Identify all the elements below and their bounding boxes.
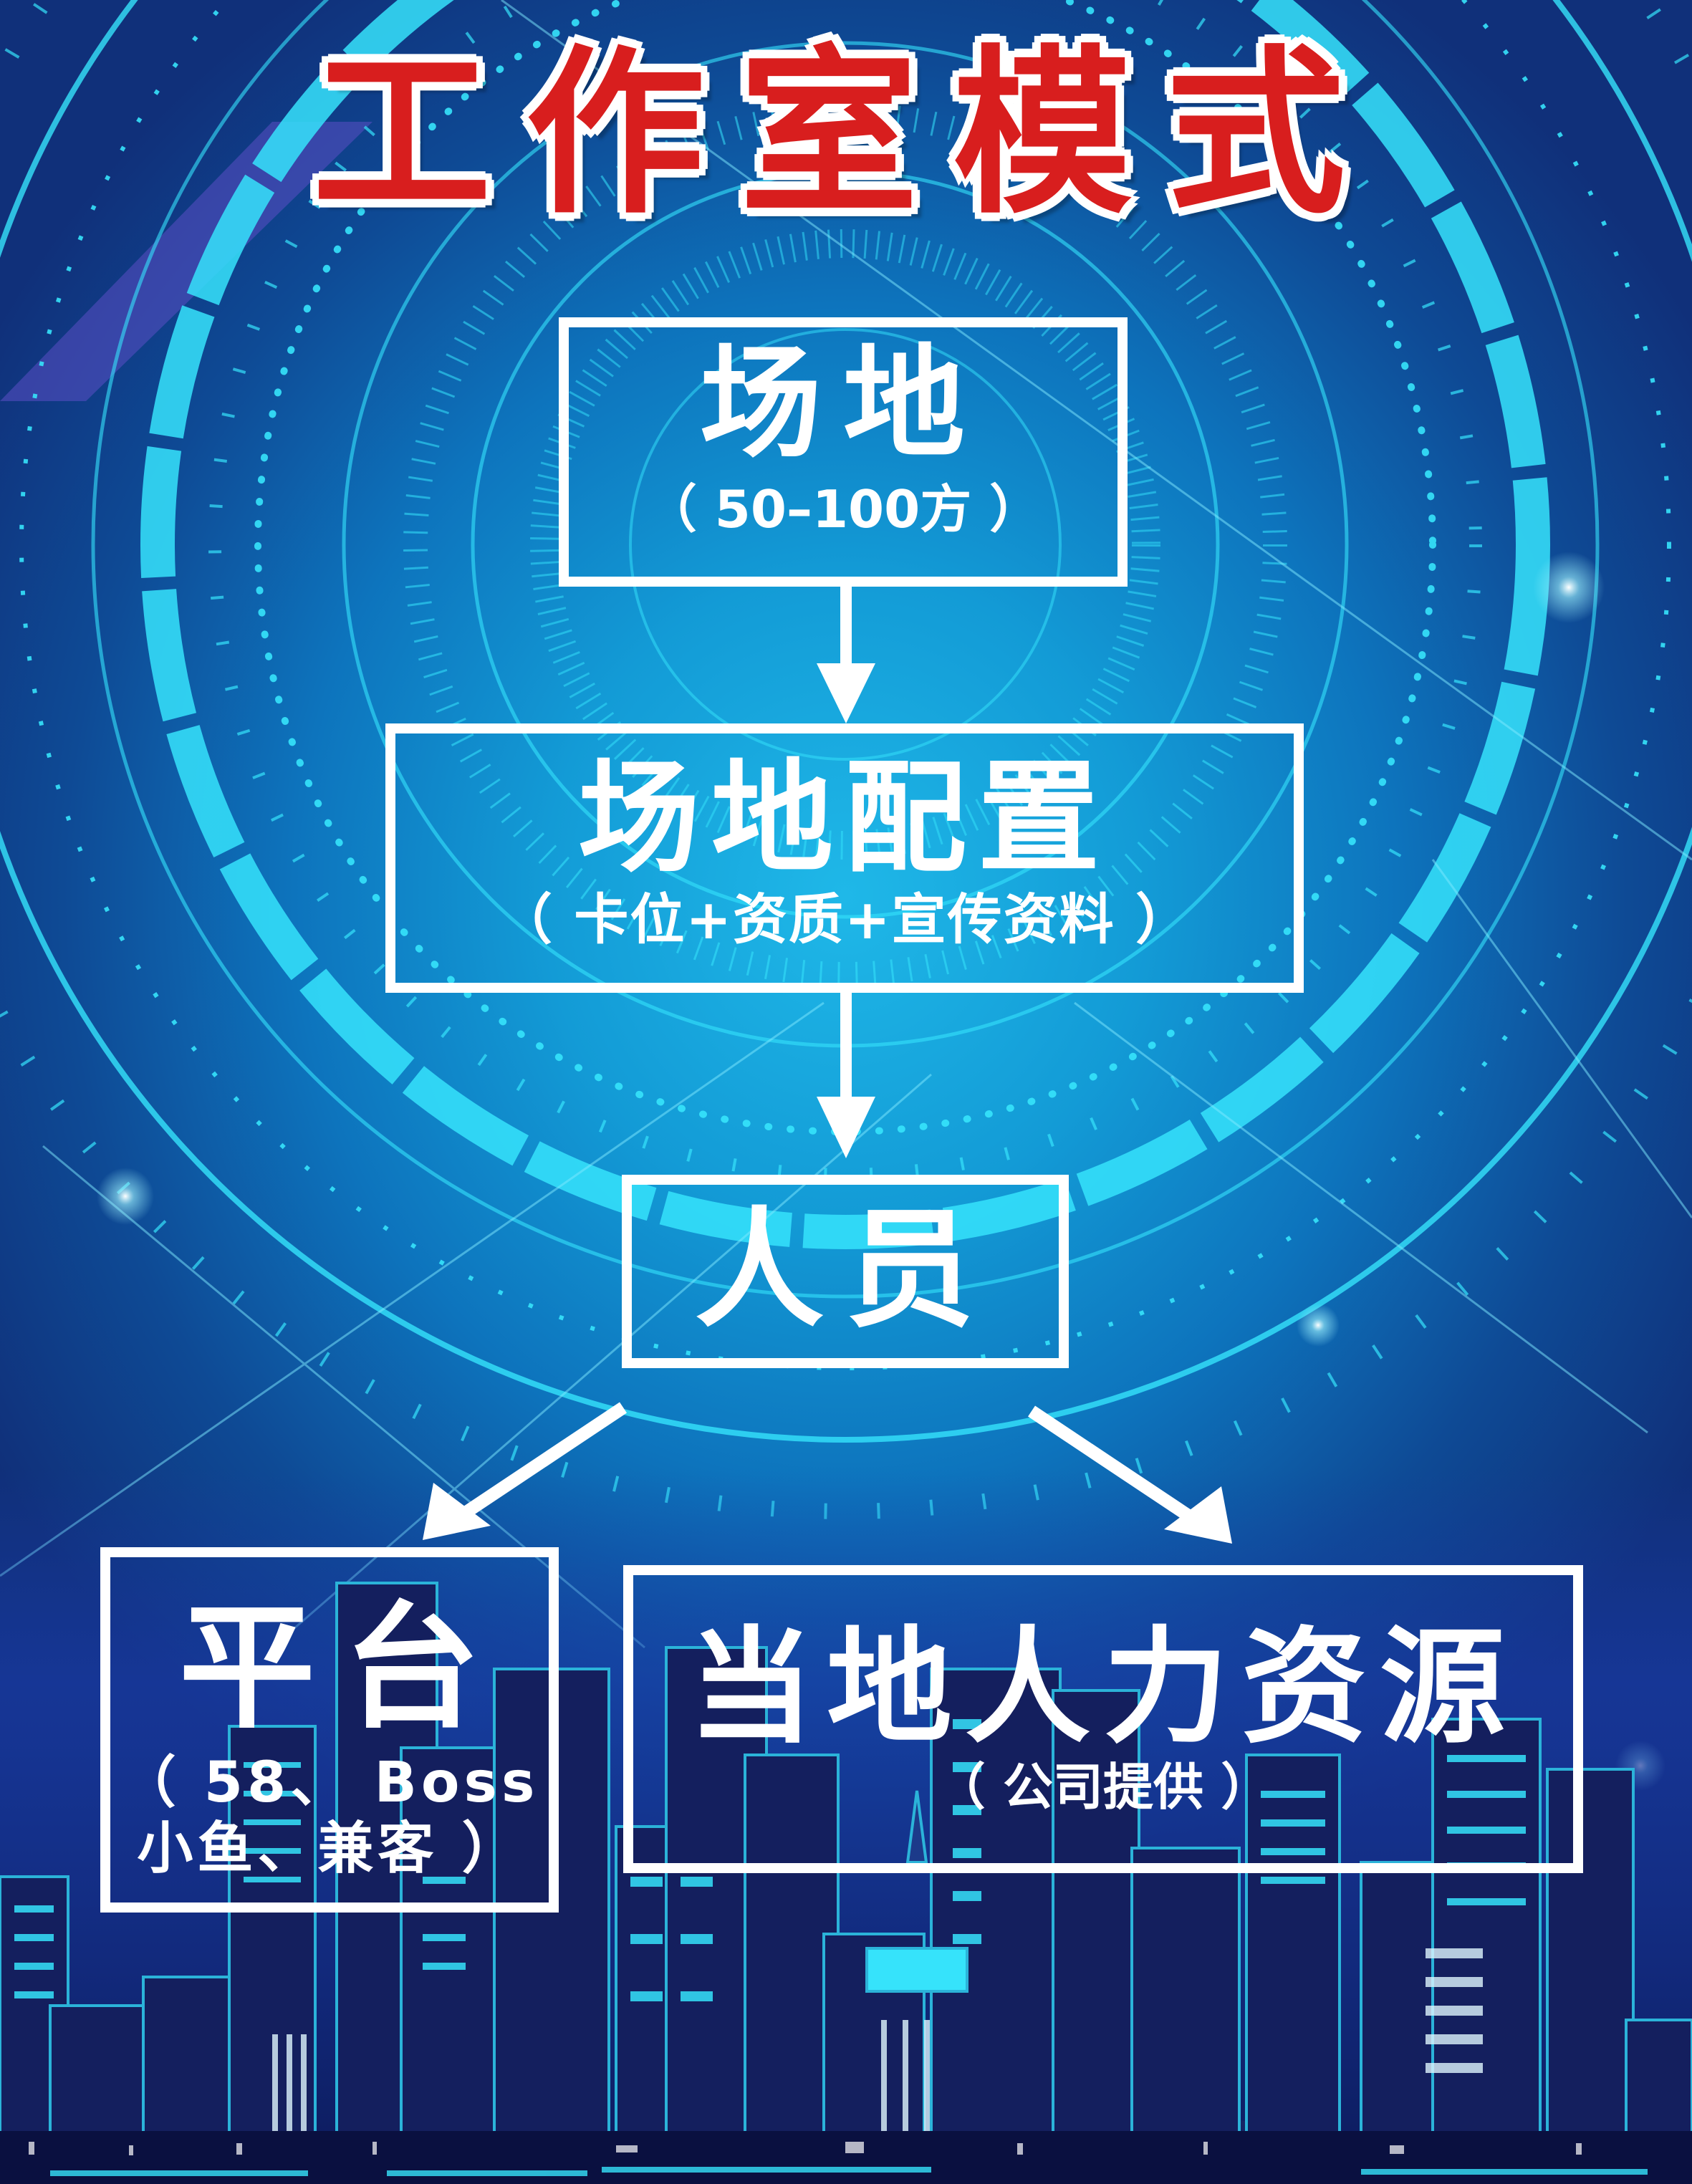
platform-detail-line2: 小鱼、兼客 ）: [137, 1817, 522, 1881]
flow-box-venue-setup: 场地配置 （ 卡位+资质+宣传资料 ）: [385, 723, 1304, 993]
staff-label: 人员: [694, 1196, 996, 1345]
flow-box-venue: 场地 （ 50–100方 ）: [559, 317, 1128, 587]
arrow-down-right-icon: [1028, 1405, 1232, 1544]
venue-detail: （ 50–100方 ）: [645, 479, 1042, 539]
flow-box-platform: 平台 （ 58、 Boss 小鱼、兼客 ）: [100, 1547, 559, 1913]
arrow-down-icon: [817, 586, 875, 723]
venue-setup-label: 场地配置: [577, 748, 1111, 890]
hud-circles: [0, 0, 1692, 1519]
arrow-down-left-icon: [423, 1402, 627, 1540]
page-title: 工作室模式: [312, 27, 1380, 238]
flow-box-staff: 人员: [622, 1175, 1069, 1368]
local-hr-label: 当地人力资源: [688, 1615, 1518, 1761]
arrow-down-icon: [817, 992, 875, 1158]
local-hr-detail: （ 公司提供 ）: [935, 1758, 1272, 1817]
platform-label: 平台: [178, 1589, 509, 1747]
platform-detail-line1: （ 58、 Boss: [120, 1751, 539, 1815]
flow-box-local-hr: 当地人力资源 （ 公司提供 ）: [623, 1565, 1583, 1873]
city-skyline: [0, 1468, 1692, 2184]
venue-setup-detail: （ 卡位+资质+宣传资料 ）: [497, 887, 1192, 951]
venue-label: 场地: [699, 333, 986, 475]
